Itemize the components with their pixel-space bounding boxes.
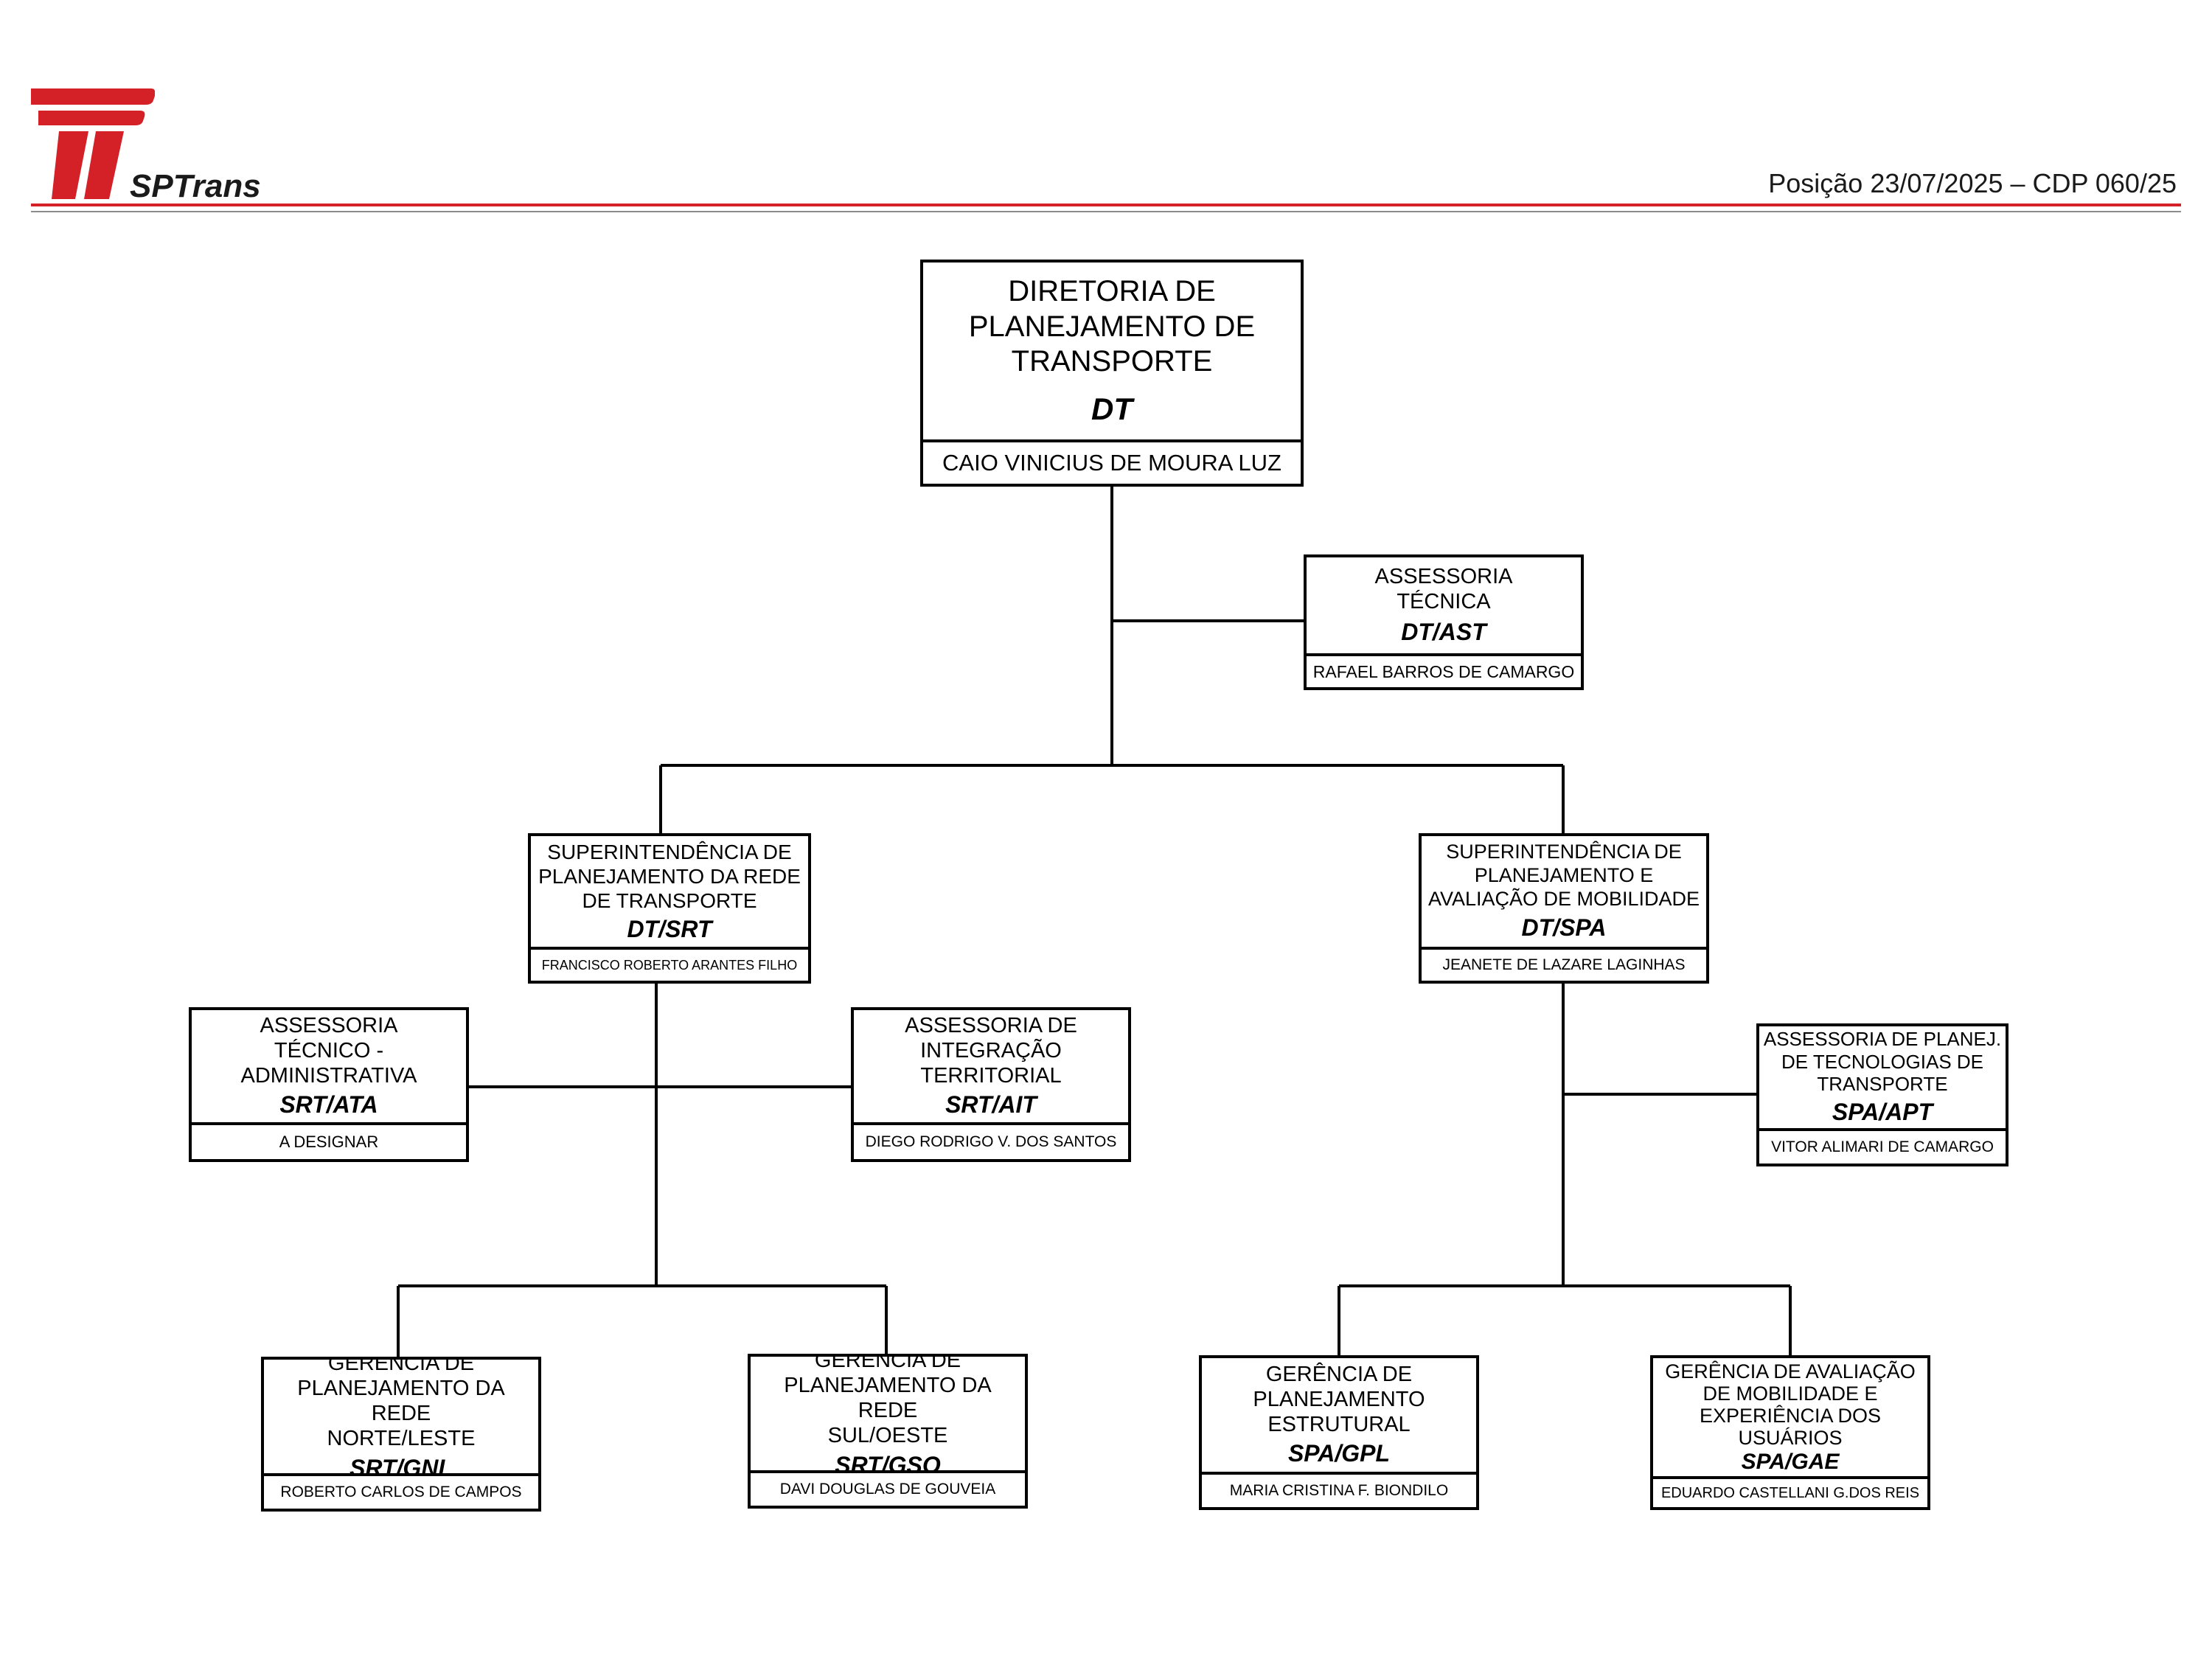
unit-head: JEANETE DE LAZARE LAGINHAS (1422, 947, 1706, 981)
unit-box-srt-ata: ASSESSORIA TÉCNICO - ADMINISTRATIVA SRT/… (189, 1007, 469, 1162)
unit-box-srt-gso: GERÊNCIA DE PLANEJAMENTO DA REDE SUL/OES… (748, 1354, 1028, 1509)
sptrans-logo (31, 88, 155, 199)
unit-code: DT/AST (1401, 619, 1486, 646)
unit-name: SUPERINTENDÊNCIA DE PLANEJAMENTO DA REDE… (538, 840, 801, 912)
unit-box-spa-apt: ASSESSORIA DE PLANEJ. DE TECNOLOGIAS DE … (1756, 1023, 2008, 1166)
unit-name: ASSESSORIA DE INTEGRAÇÃO TERRITORIAL (905, 1013, 1077, 1088)
header-divider-gray (31, 211, 2181, 212)
unit-code: SRT/GSO (835, 1451, 941, 1470)
unit-head: DIEGO RODRIGO V. DOS SANTOS (854, 1122, 1128, 1159)
unit-name: GERÊNCIA DE PLANEJAMENTO ESTRUTURAL (1253, 1362, 1425, 1437)
unit-head: FRANCISCO ROBERTO ARANTES FILHO (531, 947, 808, 981)
unit-name: ASSESSORIA DE PLANEJ. DE TECNOLOGIAS DE … (1763, 1028, 2002, 1096)
unit-name: SUPERINTENDÊNCIA DE PLANEJAMENTO E AVALI… (1427, 841, 1700, 911)
unit-code: DT/SPA (1521, 914, 1607, 941)
unit-name: GERÊNCIA DE PLANEJAMENTO DA REDE NORTE/L… (297, 1360, 505, 1451)
unit-box-dt-srt: SUPERINTENDÊNCIA DE PLANEJAMENTO DA REDE… (528, 833, 811, 984)
unit-code: SRT/GNL (349, 1454, 453, 1473)
unit-head: VITOR ALIMARI DE CAMARGO (1759, 1128, 2006, 1164)
unit-name: GERÊNCIA DE AVALIAÇÃO DE MOBILIDADE E EX… (1665, 1360, 1916, 1450)
unit-code: SPA/GPL (1287, 1440, 1391, 1467)
position-date: Posição 23/07/2025 – CDP 060/25 (1768, 168, 2177, 198)
unit-code: SRT/AIT (945, 1091, 1037, 1119)
unit-head: DAVI DOUGLAS DE GOUVEIA (751, 1470, 1025, 1506)
unit-box-dt: DIRETORIA DE PLANEJAMENTO DE TRANSPORTE … (920, 260, 1304, 487)
unit-box-dt-spa: SUPERINTENDÊNCIA DE PLANEJAMENTO E AVALI… (1419, 833, 1709, 984)
unit-code: SPA/GAE (1741, 1449, 1840, 1474)
unit-head: MARIA CRISTINA F. BIONDILO (1202, 1472, 1476, 1507)
logo-wordmark: SPTrans (130, 168, 261, 204)
unit-name: ASSESSORIA TÉCNICO - ADMINISTRATIVA (240, 1013, 417, 1088)
unit-box-dt-ast: ASSESSORIA TÉCNICA DT/AST RAFAEL BARROS … (1304, 554, 1584, 690)
unit-head: A DESIGNAR (192, 1122, 466, 1159)
unit-code: DT (1091, 392, 1133, 426)
unit-box-srt-gnl: GERÊNCIA DE PLANEJAMENTO DA REDE NORTE/L… (261, 1357, 541, 1512)
unit-name: DIRETORIA DE PLANEJAMENTO DE TRANSPORTE (968, 275, 1256, 378)
unit-code: SPA/APT (1832, 1099, 1933, 1126)
unit-code: SRT/ATA (279, 1091, 378, 1119)
header-divider-red (31, 204, 2181, 206)
unit-head: RAFAEL BARROS DE CAMARGO (1307, 653, 1581, 687)
unit-name: ASSESSORIA TÉCNICA (1374, 564, 1513, 614)
unit-head: CAIO VINICIUS DE MOURA LUZ (923, 439, 1301, 484)
unit-box-spa-gpl: GERÊNCIA DE PLANEJAMENTO ESTRUTURAL SPA/… (1199, 1355, 1479, 1510)
unit-name: GERÊNCIA DE PLANEJAMENTO DA REDE SUL/OES… (784, 1357, 992, 1448)
unit-code: DT/SRT (627, 915, 712, 942)
unit-box-spa-gae: GERÊNCIA DE AVALIAÇÃO DE MOBILIDADE E EX… (1650, 1355, 1930, 1510)
unit-head: ROBERTO CARLOS DE CAMPOS (264, 1473, 538, 1509)
unit-box-srt-ait: ASSESSORIA DE INTEGRAÇÃO TERRITORIAL SRT… (851, 1007, 1131, 1162)
unit-head: EDUARDO CASTELLANI G.DOS REIS (1653, 1476, 1927, 1507)
